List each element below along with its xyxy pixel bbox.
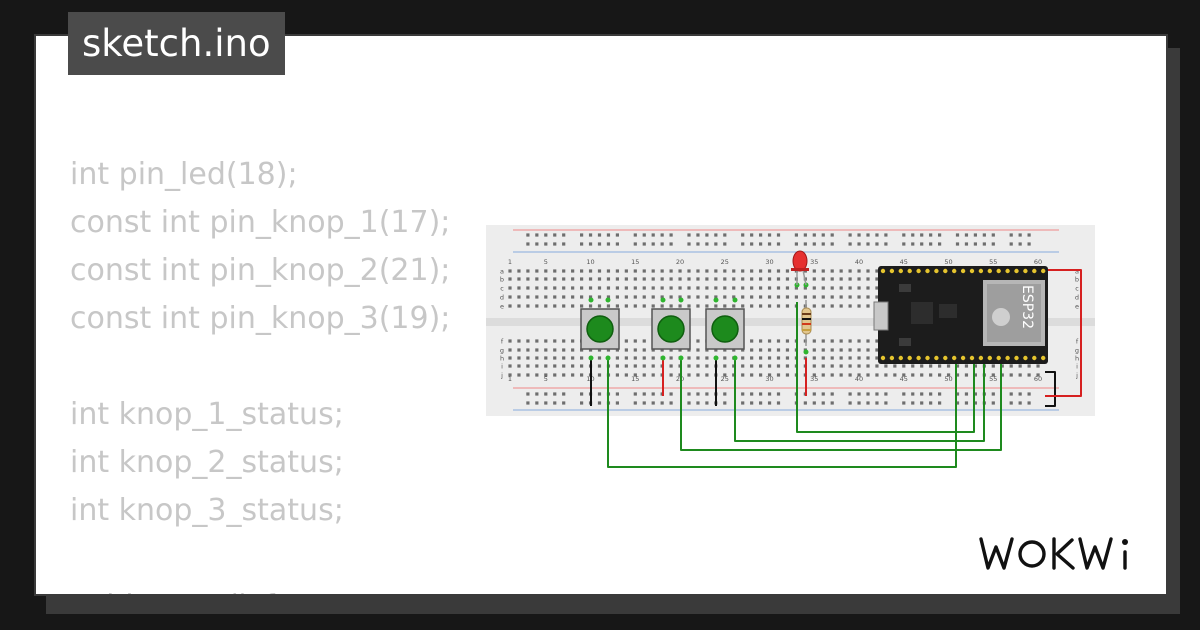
row-letter: j bbox=[1075, 372, 1078, 380]
row-letter: e bbox=[1075, 303, 1079, 311]
wire-black bbox=[1045, 371, 1056, 407]
column-number: 5 bbox=[544, 375, 548, 383]
row-letter: f bbox=[1076, 338, 1079, 346]
espressif-logo-icon bbox=[992, 308, 1010, 326]
row-letter: e bbox=[500, 303, 504, 311]
code-line: int knop_1_status; bbox=[70, 397, 344, 432]
row-letter: b bbox=[500, 276, 504, 284]
column-number: 45 bbox=[900, 258, 908, 266]
code-line bbox=[70, 535, 450, 583]
code-line: int knop_2_status; bbox=[70, 445, 344, 480]
column-number: 20 bbox=[676, 258, 684, 266]
row-letter: g bbox=[1075, 347, 1079, 355]
file-name-tab: sketch.ino bbox=[68, 12, 285, 75]
esp32-board: ESP32 bbox=[873, 266, 1048, 364]
column-number: 60 bbox=[1034, 375, 1042, 383]
column-number: 10 bbox=[586, 258, 594, 266]
breadboard-center-channel bbox=[486, 318, 1095, 326]
wire-red bbox=[1045, 269, 1082, 397]
column-number: 30 bbox=[765, 258, 773, 266]
column-number: 1 bbox=[508, 258, 512, 266]
column-number: 45 bbox=[900, 375, 908, 383]
wire-green bbox=[680, 357, 1002, 451]
chip-label: ESP32 bbox=[1019, 285, 1035, 329]
column-number: 50 bbox=[944, 375, 952, 383]
row-letter: i bbox=[501, 363, 503, 371]
column-number: 35 bbox=[810, 375, 818, 383]
row-letter: h bbox=[1075, 355, 1079, 363]
row-letter: h bbox=[500, 355, 504, 363]
pushbutton-1 bbox=[580, 308, 620, 350]
column-number: 35 bbox=[810, 258, 818, 266]
code-line: int pin_led(18); bbox=[70, 157, 298, 192]
row-letter: a bbox=[1075, 268, 1079, 276]
column-number: 1 bbox=[508, 375, 512, 383]
row-letter: c bbox=[500, 285, 504, 293]
usb-port bbox=[873, 301, 889, 331]
column-number: 55 bbox=[989, 375, 997, 383]
button-leg-dots bbox=[588, 282, 809, 361]
column-number: 25 bbox=[721, 258, 729, 266]
column-number: 40 bbox=[855, 258, 863, 266]
led-red bbox=[791, 250, 809, 286]
column-number: 55 bbox=[989, 258, 997, 266]
code-line bbox=[70, 343, 450, 391]
resistor bbox=[801, 300, 812, 346]
esp32-pins bbox=[880, 268, 1046, 361]
circuit-diagram: 1155101015152020252530303535404045455050… bbox=[486, 225, 1095, 468]
column-number: 60 bbox=[1034, 258, 1042, 266]
pushbutton-2 bbox=[651, 308, 691, 350]
code-line: void setup() { bbox=[70, 583, 450, 594]
row-letter: g bbox=[500, 347, 504, 355]
preview-card: int pin_led(18); const int pin_knop_1(17… bbox=[34, 34, 1168, 596]
wire-green bbox=[796, 302, 975, 433]
row-letter: d bbox=[1075, 294, 1079, 302]
row-letter: d bbox=[500, 294, 504, 302]
column-number: 40 bbox=[855, 375, 863, 383]
row-letter: j bbox=[500, 372, 503, 380]
pushbutton-3 bbox=[705, 308, 745, 350]
column-number: 25 bbox=[721, 375, 729, 383]
column-number: 15 bbox=[631, 375, 639, 383]
wire-green bbox=[607, 357, 957, 468]
column-number: 5 bbox=[544, 258, 548, 266]
wokwi-logo bbox=[976, 530, 1148, 580]
code-line: const int pin_knop_3(19); bbox=[70, 301, 451, 336]
row-letter: f bbox=[501, 338, 504, 346]
row-letter: i bbox=[1076, 363, 1078, 371]
code-line: const int pin_knop_2(21); bbox=[70, 253, 451, 288]
code-line: int knop_3_status; bbox=[70, 493, 344, 528]
column-number: 50 bbox=[944, 258, 952, 266]
row-letter: c bbox=[1075, 285, 1079, 293]
code-preview: int pin_led(18); const int pin_knop_1(17… bbox=[70, 151, 451, 594]
wires bbox=[590, 269, 1082, 468]
column-number: 30 bbox=[765, 375, 773, 383]
code-line: const int pin_knop_1(17); bbox=[70, 205, 451, 240]
row-letter: a bbox=[500, 268, 504, 276]
column-number: 15 bbox=[631, 258, 639, 266]
wire-green bbox=[734, 357, 985, 442]
row-letter: b bbox=[1075, 276, 1079, 284]
